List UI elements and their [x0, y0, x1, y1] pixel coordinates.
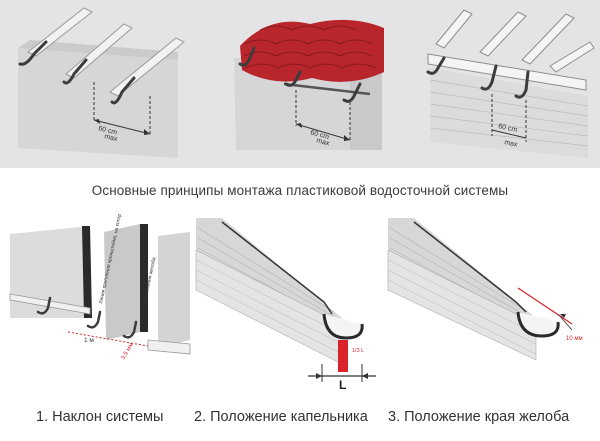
frame-dimension-label: 60 cm: [498, 123, 518, 134]
slope-illustration: 1 м 3,5 мм Линия крепления кронштейна, н…: [8, 214, 192, 370]
gutter-edge-illustration: 10 мм: [386, 214, 598, 364]
slope-length-label: 1 м: [84, 337, 94, 344]
rafter-mount-illustration: 60 cm max: [0, 0, 200, 168]
rafter-dimension-label: 60 cm: [98, 125, 118, 136]
tile-roof-mount-illustration: 60 cm max: [200, 0, 400, 168]
page-title: Основные принципы монтажа пластиковой во…: [91, 183, 509, 198]
rafter-dimension-note: max: [104, 133, 119, 143]
gutter-gap-label: 10 мм: [566, 336, 583, 342]
drip-length-label: L: [339, 378, 346, 392]
frame-dimension-note: max: [504, 139, 519, 149]
tile-dimension-note: max: [315, 137, 330, 148]
drip-ratio-label: 1/3 L: [352, 348, 364, 354]
frame-mount-illustration: 60 cm max: [400, 0, 600, 168]
gutter-edge-line: [517, 287, 573, 325]
caption-drip-edge: 2. Положение капельника: [194, 409, 368, 425]
caption-slope: 1. Наклон системы: [36, 409, 164, 425]
slope-drop-label: 3,5 мм: [121, 342, 135, 361]
drip-edge-illustration: 1/3 L L: [192, 214, 384, 394]
drip-offset-marker: [338, 340, 348, 372]
roof-tiles: [240, 19, 384, 82]
caption-gutter-edge: 3. Положение края желоба: [388, 409, 570, 425]
